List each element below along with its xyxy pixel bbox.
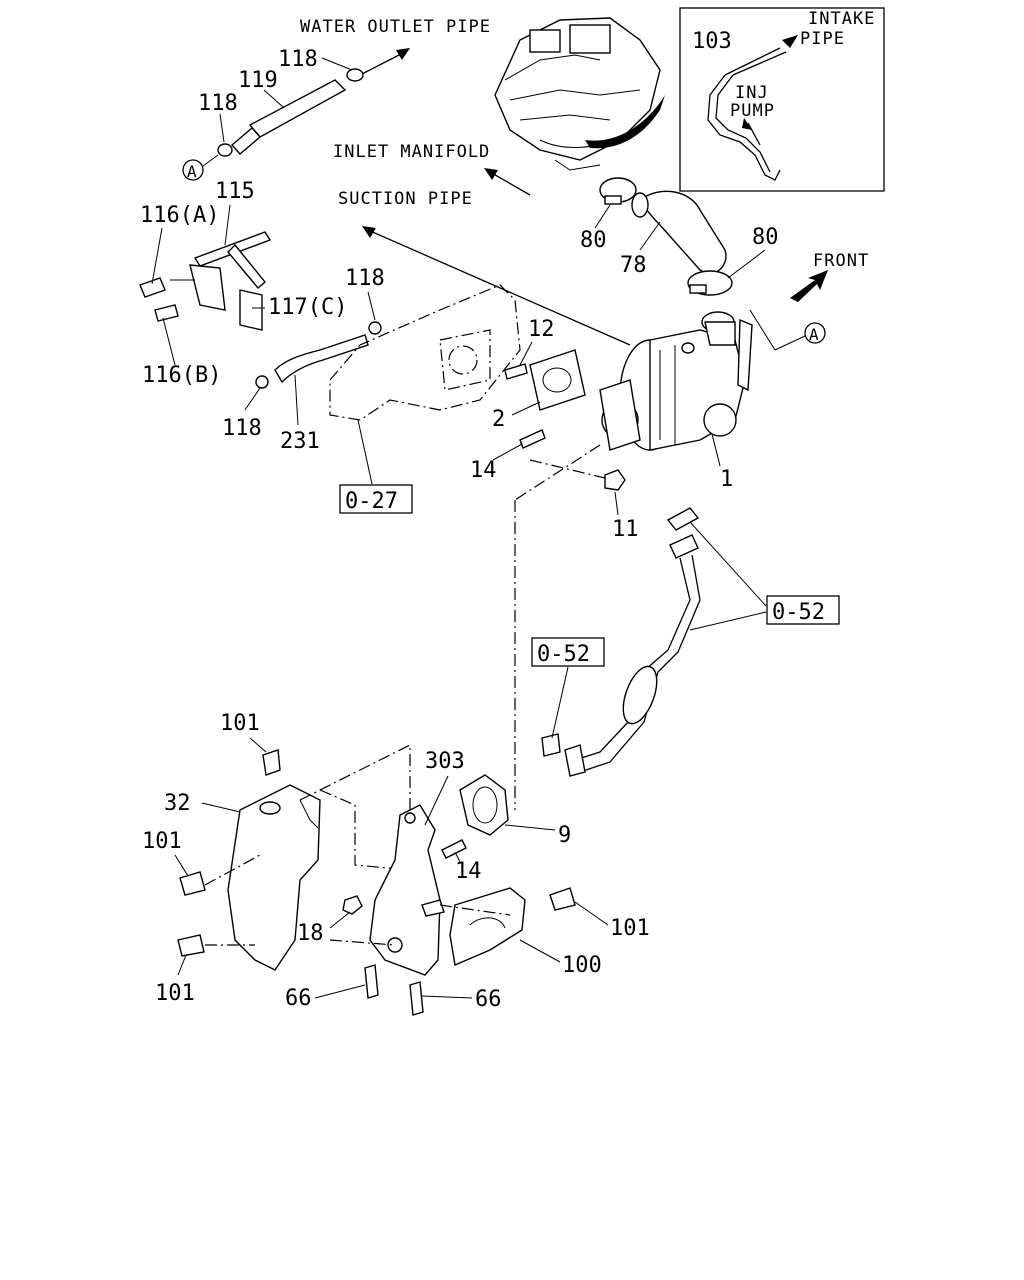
water-outlet-arrow-icon [396,48,410,60]
callout-pipe: PIPE [800,29,845,49]
bolt-101-top [262,749,281,776]
gasket-2 [529,349,586,411]
label-14-top: 14 [470,458,497,483]
label-101-right: 101 [610,916,650,941]
exhaust-manifold-outline [329,284,521,421]
bracket-303 [369,804,441,976]
inlet-manifold-arrow-icon [484,168,498,180]
intake-pipe-arrow-icon [782,35,798,48]
callout-front: FRONT [813,251,869,271]
stud-66-left [364,964,379,999]
bolt-101-right [549,887,576,911]
label-80-right: 80 [752,225,779,250]
clamp-80-left [599,177,637,205]
label-115: 115 [215,179,255,204]
label-14-low: 14 [455,859,482,884]
label-1: 1 [720,467,733,492]
stud-12 [504,363,528,380]
label-11: 11 [612,517,639,542]
label-116b: 116(B) [142,363,221,388]
turbocharger-1 [599,311,753,451]
hose-231 [255,321,382,389]
ref-0-52-left: 0-52 [537,642,590,667]
nut-11 [604,469,626,491]
marker-a-right-label: A [809,325,819,344]
inj-pump-arrow-icon [742,118,752,130]
suction-pipe-arrow-icon [362,226,376,238]
ref-0-52-right: 0-52 [772,600,825,625]
front-arrow-icon [790,270,828,302]
label-101-left: 101 [142,829,182,854]
callout-inj: INJ [735,83,769,103]
callout-water-outlet-pipe: WATER OUTLET PIPE [300,17,491,37]
heat-shield-100 [421,887,526,966]
label-12: 12 [528,317,555,342]
label-2: 2 [492,407,505,432]
heat-shield-32 [227,784,321,971]
label-78: 78 [620,253,647,278]
label-101-bottom: 101 [155,981,195,1006]
engine-illustration [494,17,665,171]
callout-suction-pipe: SUCTION PIPE [338,189,473,209]
inset-injection-pump-box [679,7,885,192]
water-pipe-119 [217,68,364,157]
callout-pump: PUMP [730,101,775,121]
nut-18 [342,895,363,915]
clamp-80-right [687,270,733,296]
marker-a-left [182,159,204,181]
exhaust-pipe [541,507,701,777]
label-116a: 116(A) [140,203,219,228]
label-118-mid: 118 [345,266,385,291]
ref-box-0-27 [339,484,413,514]
label-118-top: 118 [278,47,318,72]
inlet-manifold-leader [489,171,531,196]
label-118-low: 118 [222,416,262,441]
label-119: 119 [238,68,278,93]
stud-66-right [409,981,424,1016]
label-9: 9 [558,823,571,848]
bolt-101-bottom [177,934,205,957]
label-100: 100 [562,953,602,978]
bolt-101-left [179,871,206,896]
label-101-top: 101 [220,711,260,736]
water-outlet-arrow-line [359,51,406,76]
label-66-left: 66 [285,986,312,1011]
label-80-left: 80 [580,228,607,253]
label-303: 303 [425,749,465,774]
gasket-9 [459,774,509,836]
ref-0-27: 0-27 [345,489,398,514]
ref-box-0-52-right [766,595,840,625]
label-231: 231 [280,429,320,454]
hose-78 [631,190,727,274]
label-18: 18 [297,921,324,946]
label-117c: 117(C) [268,295,347,320]
stud-14-low [441,839,467,859]
callout-inlet-manifold: INLET MANIFOLD [333,142,490,162]
label-103: 103 [692,29,732,54]
marker-a-right [804,322,826,344]
stud-14-top [519,429,546,449]
ref-box-0-52-left [531,637,605,667]
label-32: 32 [164,791,191,816]
inj-pump-leader [747,122,761,146]
marker-a-left-label: A [187,162,197,181]
label-118-left: 118 [198,91,238,116]
pipe-115-assembly [139,231,272,331]
label-66-right: 66 [475,987,502,1012]
suction-pipe-leader [367,229,631,346]
callout-intake: INTAKE [808,9,875,29]
